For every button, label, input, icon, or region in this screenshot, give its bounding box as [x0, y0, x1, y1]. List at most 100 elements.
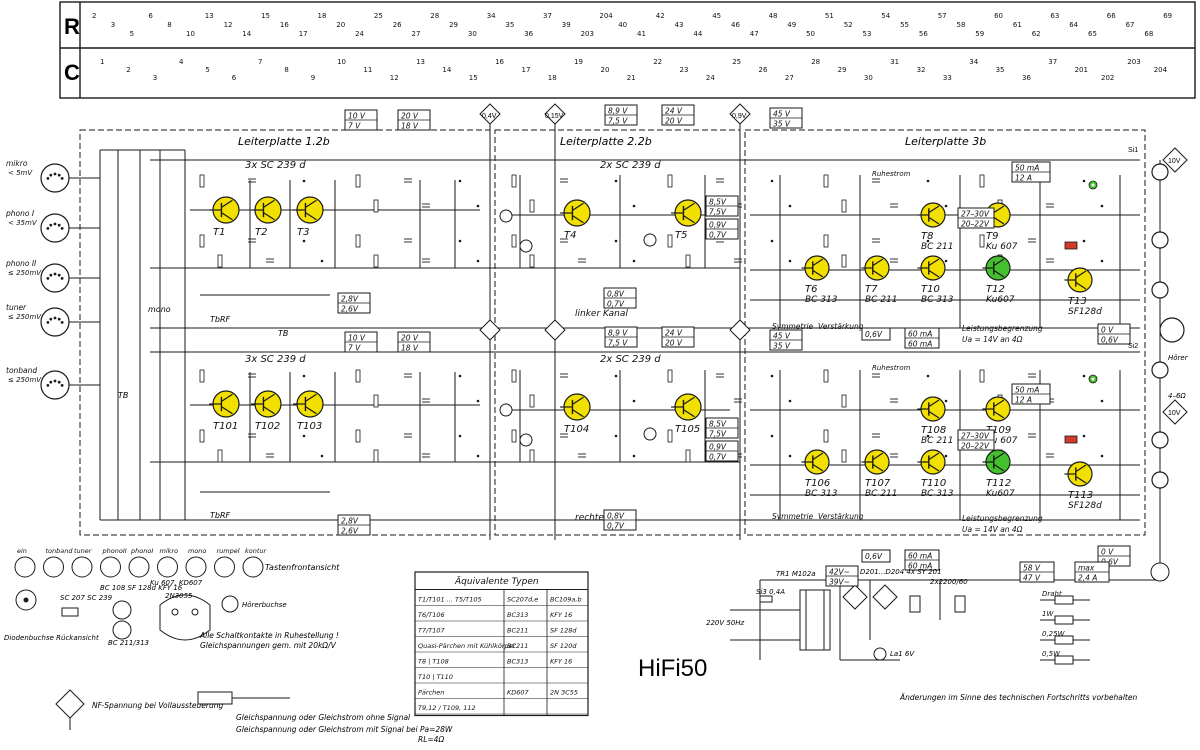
junction-dot	[458, 434, 462, 438]
test-points	[479, 103, 1188, 425]
reading-bottom: 0,7V	[607, 300, 625, 309]
reading-top: 60 mA	[908, 330, 932, 339]
tbrf-label-bottom: TbRF	[210, 511, 231, 520]
vnode-reading: 0,6V	[865, 330, 883, 339]
transistor-collector	[683, 202, 695, 211]
psu-tr: TR1 M102a	[776, 570, 816, 578]
junction-dot	[1082, 239, 1086, 243]
junction-dot	[1100, 204, 1104, 208]
c-number: 17	[522, 66, 531, 74]
reading-bottom: 2,6V	[341, 305, 359, 314]
key-label: tonband	[46, 547, 74, 555]
r-number: 65	[1088, 30, 1097, 38]
note-1: Alle Schaltkontakte in Ruhestellung !	[199, 631, 339, 640]
junction-dot	[614, 434, 618, 438]
transistor-collector	[221, 393, 233, 402]
transistor-type: Ku607	[986, 489, 1015, 499]
reading-top: 10 V	[348, 334, 366, 343]
r-number: 64	[1069, 21, 1078, 29]
resistor-glyph	[841, 254, 847, 268]
din-pin	[49, 380, 53, 384]
din-pin	[46, 176, 50, 180]
junction-dot	[944, 454, 948, 458]
vnode-reading: 0,6V	[865, 552, 883, 561]
r-number: 20	[336, 21, 345, 29]
key-button-outline	[14, 556, 36, 578]
tb-label-bottom: TB	[118, 391, 128, 400]
transistor-label: T8	[921, 231, 933, 242]
resistor-glyph	[355, 369, 361, 383]
din-pin	[60, 176, 64, 180]
din-pin	[49, 317, 53, 321]
r-number: 49	[787, 21, 796, 29]
junction-dot	[770, 374, 774, 378]
r-number: 5	[130, 30, 134, 38]
table-cell: KD607	[507, 689, 530, 697]
din-pin	[57, 223, 61, 227]
transistor-emitter	[263, 212, 275, 221]
node-circle	[519, 239, 533, 253]
junction-dot	[926, 434, 930, 438]
junction-dot	[458, 179, 462, 183]
din-pin	[60, 226, 64, 230]
green-marker-center	[1091, 377, 1095, 381]
din-pin	[53, 379, 57, 383]
resistor-glyph	[841, 394, 847, 408]
reading-bottom: 0,7V	[607, 522, 625, 531]
tp-tb: 0,15V	[545, 113, 564, 120]
legend-symbols	[55, 689, 290, 730]
transistor-collector	[305, 393, 317, 402]
r-number: 39	[562, 21, 571, 29]
tb-label-top: TB	[278, 329, 288, 338]
din-pin	[53, 222, 57, 226]
c-number: 30	[864, 74, 873, 82]
table-cell: T6/T106	[418, 611, 445, 619]
c-number: 18	[548, 74, 557, 82]
table-frame	[414, 571, 589, 717]
c-number: 31	[890, 58, 899, 66]
table-cell: BC313	[507, 658, 528, 666]
r-number: 36	[524, 30, 533, 38]
c-number: 24	[706, 74, 715, 82]
table-cell: Pärchen	[418, 689, 444, 697]
input-stage-types: 3x SC 239 d	[245, 354, 306, 365]
psu-reading-top: max	[1078, 564, 1095, 573]
c-number: 35	[996, 66, 1005, 74]
reading-top: 2,8V	[341, 295, 359, 304]
resistor-glyph	[511, 369, 517, 383]
node-circle	[643, 233, 657, 247]
resistor-glyph	[199, 369, 205, 383]
transistor-emitter	[221, 406, 233, 415]
psu-reading-bottom: 39V~	[829, 578, 850, 587]
reading-bottom: 0,7V	[709, 231, 727, 240]
c-number: 23	[680, 66, 689, 74]
r-number: 55	[900, 21, 909, 29]
reading-top: 0,8V	[607, 512, 625, 521]
transistor-label: T101	[213, 421, 238, 432]
reading-box	[861, 327, 891, 341]
transistor-emitter	[572, 215, 584, 224]
psu-reading-bottom: 2,4 A	[1078, 574, 1097, 583]
c-number: 1	[100, 58, 104, 66]
junction-dot	[788, 399, 792, 403]
junction-dot	[302, 179, 306, 183]
transistor-label: T3	[297, 227, 309, 238]
transistor-label: T106	[805, 478, 830, 489]
board-middle-label: Leiterplatte 2.2b	[560, 135, 652, 148]
c-number: 16	[495, 58, 504, 66]
transistor-collector	[993, 452, 1005, 461]
reading-bottom: 7,5 V	[608, 117, 628, 126]
transistor-emitter	[812, 269, 824, 278]
resistor-glyph	[685, 254, 691, 268]
reading-bottom: 20 V	[665, 117, 683, 126]
board-left-label: Leiterplatte 1.2b	[238, 135, 330, 148]
din-socket	[40, 213, 70, 243]
reading-bottom: 7,5V	[709, 208, 727, 217]
din-pin	[49, 273, 53, 277]
reading-top: 24 V	[665, 107, 683, 116]
channel-label: linker Kanal	[575, 309, 628, 319]
transistor-collector	[928, 452, 940, 461]
r-number: 62	[1032, 30, 1041, 38]
reading-box	[861, 549, 891, 563]
transistor-label: T10	[921, 284, 940, 295]
